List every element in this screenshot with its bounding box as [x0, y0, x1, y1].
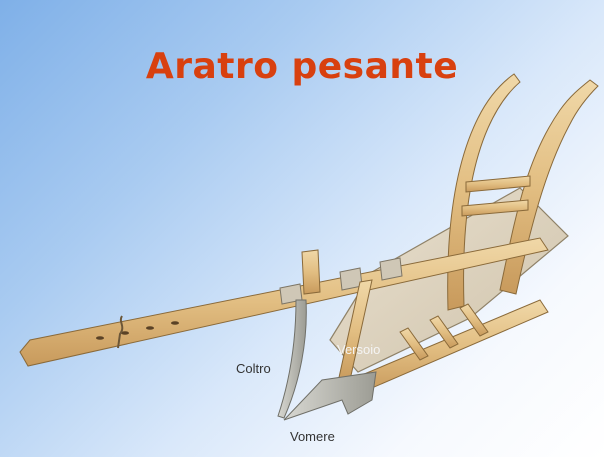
label-coltro: Coltro	[236, 361, 271, 376]
label-vomere: Vomere	[290, 429, 335, 444]
colter-post	[302, 250, 320, 294]
label-versoio: Versoio	[337, 342, 380, 357]
slide-title: Aratro pesante	[0, 46, 604, 87]
